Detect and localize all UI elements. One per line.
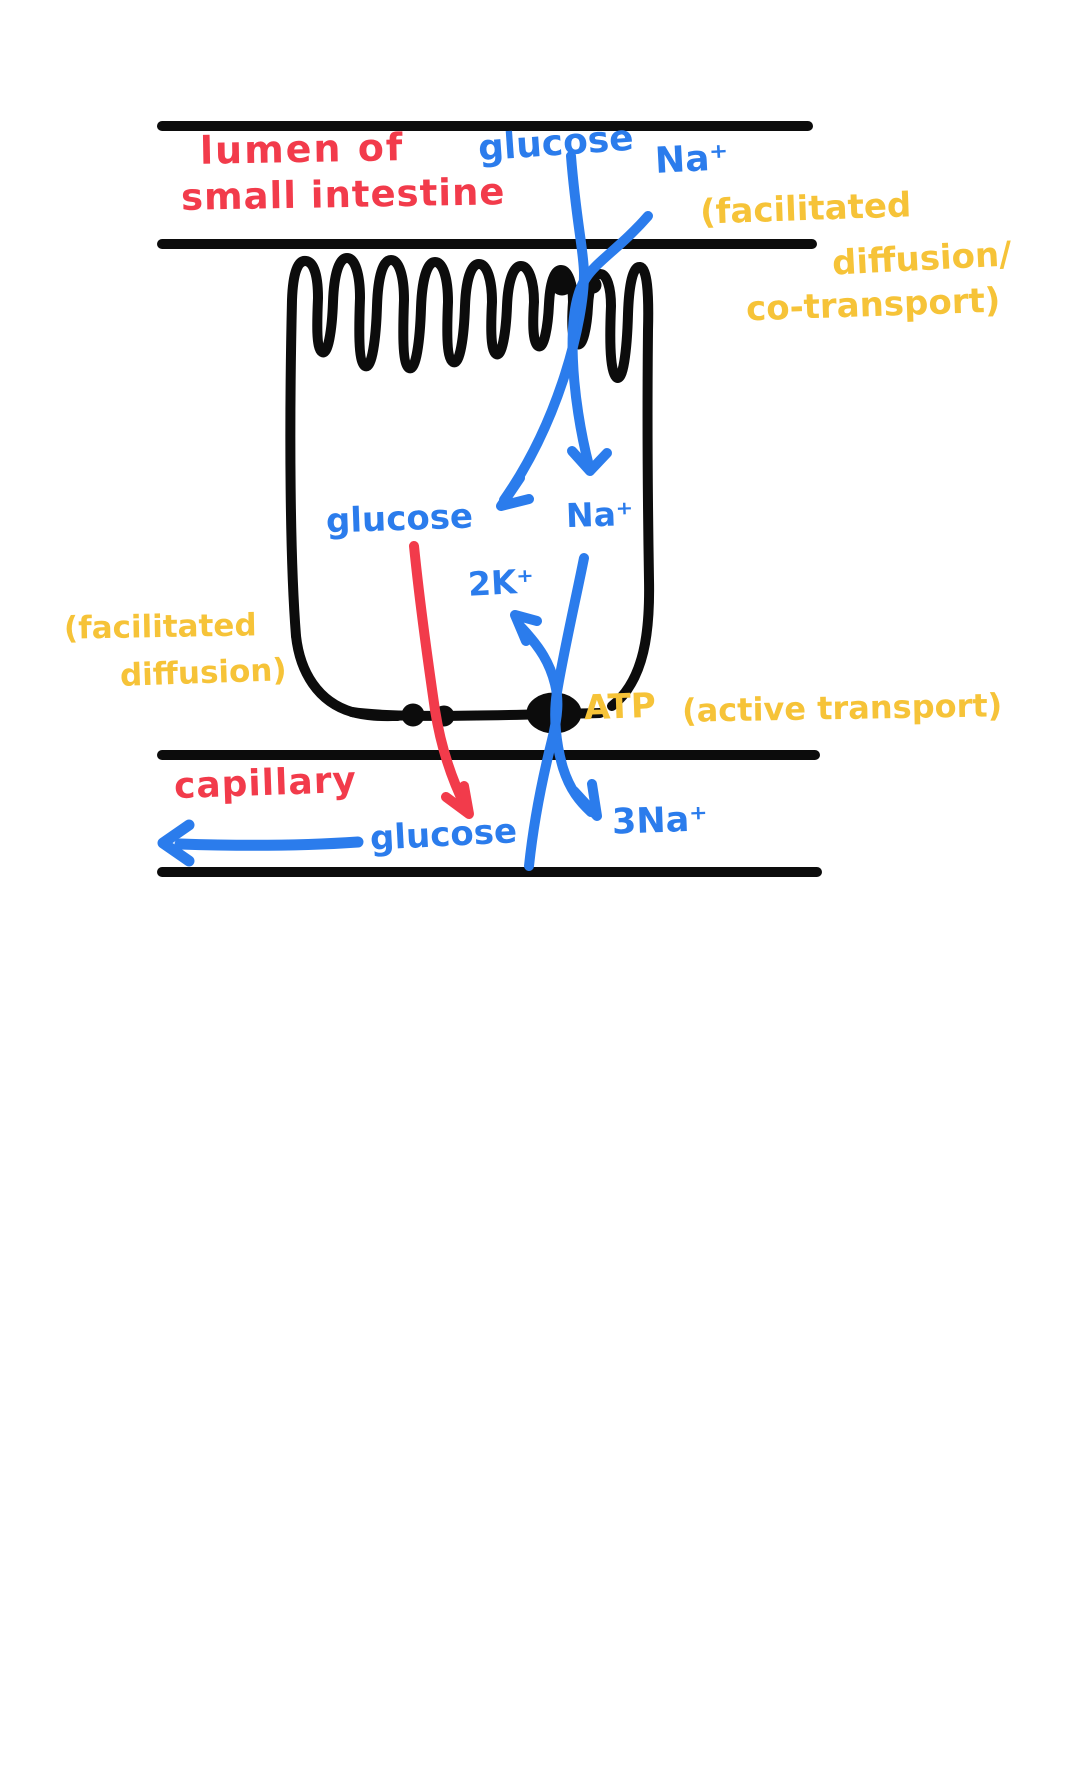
- cotransport-note-line2: diffusion/: [831, 234, 1013, 284]
- facilitated-note-line2: diffusion): [119, 652, 288, 694]
- microvillus-tip-dot: [550, 272, 574, 296]
- capillary-label: capillary: [173, 759, 358, 808]
- sodium-pump-out-arrowhead-icon: [569, 779, 602, 821]
- cell-bottom-left-curve: [291, 631, 403, 722]
- cell-sodium-label: Na⁺: [565, 493, 634, 536]
- glucose-exit-arrow: [409, 541, 471, 813]
- atp-label: ATP: [583, 685, 657, 729]
- membrane-protein-dot: [401, 703, 425, 727]
- sodium-pump-out-arrow: [550, 553, 596, 817]
- potassium-pump-in-arrow: [515, 621, 563, 871]
- lumen-label-line2: small intestine: [180, 170, 506, 219]
- lumen-label-line1: lumen of: [199, 125, 405, 173]
- facilitated-note-line1: (facilitated: [63, 607, 257, 647]
- capillary-glucose-label: glucose: [369, 811, 518, 859]
- potassium-pump-in-arrowhead-icon: [510, 610, 542, 646]
- lumen-sodium-label: Na⁺: [653, 137, 730, 182]
- cotransport-note-line1: (facilitated: [699, 185, 912, 233]
- active-transport-note: (active transport): [681, 686, 1003, 730]
- glucose-exit-arrowhead-icon: [441, 781, 474, 819]
- cell-outline-microvilli: [285, 253, 655, 711]
- cotransport-note-line3: co-transport): [745, 280, 1001, 330]
- sodium-cotransport-arrow: [567, 211, 653, 471]
- capillary-flow-arrow: [174, 836, 364, 851]
- glucose-cotransport-arrowhead-icon: [496, 473, 534, 511]
- cell-potassium-label: 2K⁺: [467, 561, 535, 604]
- capillary-flow-arrowhead-icon: [157, 819, 195, 867]
- capillary-sodium-label: 3Na⁺: [611, 799, 709, 843]
- sodium-cotransport-arrowhead-icon: [567, 446, 612, 476]
- cell-glucose-label: glucose: [325, 496, 474, 542]
